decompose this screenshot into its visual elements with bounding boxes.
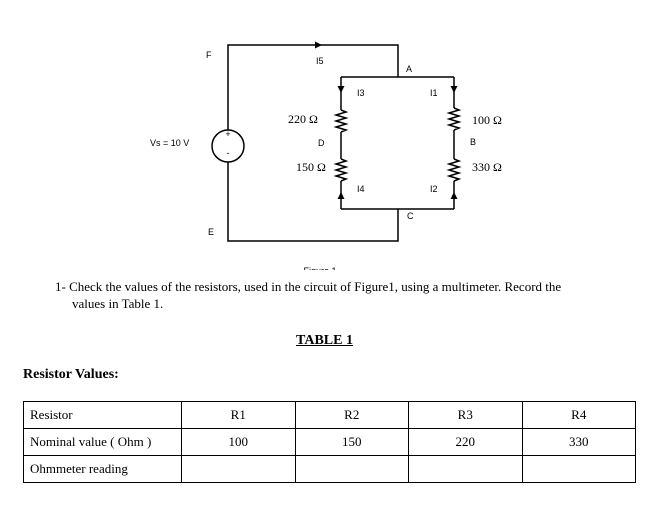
arrow-i4 bbox=[337, 192, 345, 199]
table-cell: Ohmmeter reading bbox=[23, 455, 182, 483]
current-i5-label: I5 bbox=[316, 56, 324, 66]
table-cell: 150 bbox=[294, 428, 409, 456]
resistor-150 bbox=[333, 158, 349, 182]
current-i3-label: I3 bbox=[357, 88, 365, 98]
source-plus: + bbox=[225, 129, 230, 139]
figure-caption: Figure 1 bbox=[303, 266, 336, 275]
source-minus: - bbox=[227, 148, 230, 158]
table-cell[interactable] bbox=[521, 455, 636, 483]
current-i1-label: I1 bbox=[430, 88, 438, 98]
table-title: TABLE 1 bbox=[296, 333, 353, 348]
instruction-line-2: values in Table 1. bbox=[72, 296, 164, 311]
current-i2-label: I2 bbox=[430, 184, 438, 194]
table-cell[interactable] bbox=[294, 455, 409, 483]
node-e: E bbox=[208, 227, 214, 237]
resistor-table: Resistor R1 R2 R3 R4 Nominal value ( Ohm… bbox=[23, 401, 636, 483]
node-a: A bbox=[406, 64, 412, 74]
current-i4-label: I4 bbox=[357, 184, 365, 194]
arrow-i1 bbox=[450, 86, 458, 93]
table-header-cell: Resistor bbox=[23, 401, 182, 429]
arrow-i3 bbox=[337, 86, 345, 93]
circuit-figure: + - Vs = 10 V F A B C D E I5 I3 I1 I4 I2… bbox=[150, 41, 502, 275]
resistor-100 bbox=[446, 107, 462, 131]
node-f: F bbox=[206, 50, 212, 60]
table-row: Ohmmeter reading bbox=[23, 455, 636, 483]
table-header-cell: R4 bbox=[521, 401, 636, 429]
table-cell: 330 bbox=[521, 428, 636, 456]
node-c: C bbox=[407, 211, 414, 221]
arrow-i2 bbox=[450, 192, 458, 199]
wire-top bbox=[227, 44, 399, 133]
table-header-cell: R3 bbox=[408, 401, 523, 429]
resistor-330 bbox=[446, 158, 462, 182]
resistor-220 bbox=[333, 109, 349, 133]
table-row: Nominal value ( Ohm ) 100 150 220 330 bbox=[23, 428, 636, 456]
voltage-source-circle bbox=[211, 129, 245, 163]
table-header-cell: R1 bbox=[181, 401, 296, 429]
section-heading: Resistor Values: bbox=[23, 367, 119, 382]
table-cell: 220 bbox=[408, 428, 523, 456]
wire-bottom bbox=[227, 160, 399, 242]
table-cell: Nominal value ( Ohm ) bbox=[23, 428, 182, 456]
table-header-cell: R2 bbox=[294, 401, 409, 429]
arrow-i5 bbox=[315, 41, 322, 49]
node-b: B bbox=[470, 137, 476, 147]
current-arrows bbox=[315, 41, 458, 199]
table-cell[interactable] bbox=[408, 455, 523, 483]
resistor-220-label: 220 Ω bbox=[288, 112, 318, 126]
resistor-150-label: 150 Ω bbox=[296, 160, 326, 174]
instruction-line-1: 1- Check the values of the resistors, us… bbox=[55, 279, 562, 294]
node-d: D bbox=[318, 138, 325, 148]
source-label: Vs = 10 V bbox=[150, 138, 189, 148]
resistor-330-label: 330 Ω bbox=[472, 160, 502, 174]
instruction-paragraph: 1- Check the values of the resistors, us… bbox=[55, 278, 640, 312]
table-header-row: Resistor R1 R2 R3 R4 bbox=[23, 401, 636, 429]
resistor-100-label: 100 Ω bbox=[472, 113, 502, 127]
table-cell[interactable] bbox=[181, 455, 296, 483]
table-cell: 100 bbox=[181, 428, 296, 456]
